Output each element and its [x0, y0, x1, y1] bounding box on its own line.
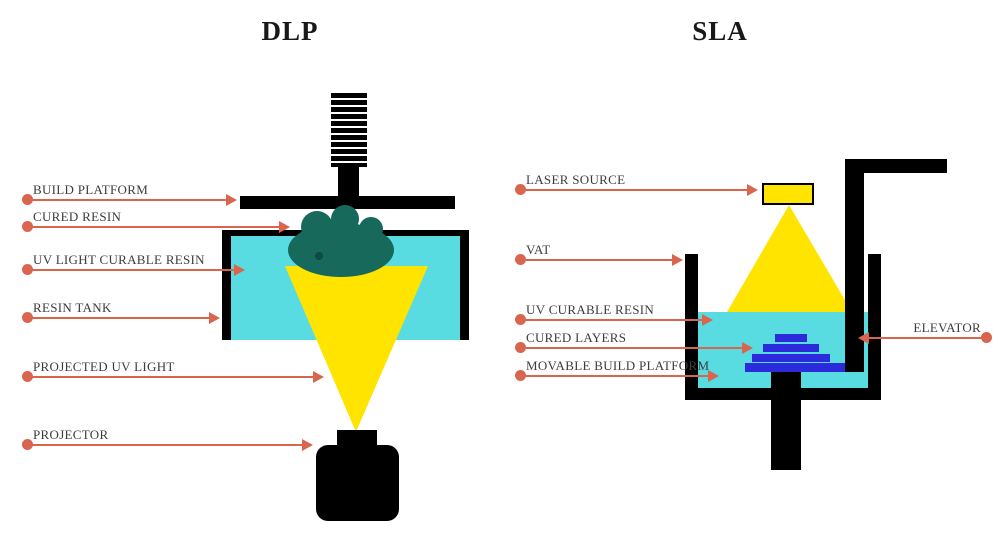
arrow-right-icon: [226, 194, 237, 206]
callout-line: [27, 269, 234, 271]
sla-elevator-arm: [845, 159, 947, 173]
callout-cured-resin: CURED RESIN: [22, 208, 290, 234]
callout-line: [27, 317, 209, 319]
callout-resin-tank: RESIN TANK: [22, 299, 220, 325]
dlp-projected-uv-light-beam: [285, 266, 428, 432]
callout-label: MOVABLE BUILD PLATFORM: [526, 358, 710, 373]
dlp-cured-resin-object: [283, 204, 398, 278]
dlp-threaded-rod: [331, 93, 367, 167]
sla-cured-layer: [763, 344, 819, 352]
callout-projector: PROJECTOR: [22, 426, 313, 452]
callout-movable-build-platform: MOVABLE BUILD PLATFORM: [515, 357, 719, 383]
callout-line: [520, 375, 708, 377]
callout-uv-curable-resin: UV CURABLE RESIN: [515, 301, 713, 327]
arrow-right-icon: [742, 342, 753, 354]
dlp-build-platform: [240, 196, 455, 209]
sla-title: SLA: [692, 16, 748, 46]
arrow-left-icon: [858, 332, 869, 344]
callout-label: RESIN TANK: [33, 300, 112, 315]
callout-line: [27, 444, 302, 446]
arrow-right-icon: [702, 314, 713, 326]
arrow-right-icon: [313, 371, 324, 383]
callout-label: UV CURABLE RESIN: [526, 302, 655, 317]
arrow-right-icon: [209, 312, 220, 324]
cured-resin-blob-icon: [288, 205, 394, 277]
dlp-projector-lens: [337, 430, 377, 447]
sla-cured-layer: [752, 354, 830, 362]
arrow-right-icon: [302, 439, 313, 451]
callout-line: [520, 347, 742, 349]
callout-label: PROJECTOR: [33, 427, 109, 442]
callout-line: [520, 319, 702, 321]
arrow-right-icon: [279, 221, 290, 233]
callout-label: BUILD PLATFORM: [33, 182, 149, 197]
callout-line: [520, 189, 747, 191]
callout-laser-source: LASER SOURCE: [515, 171, 758, 197]
arrow-right-icon: [708, 370, 719, 382]
sla-vat: [685, 254, 881, 400]
callout-vat: VAT: [515, 241, 683, 267]
callout-label: VAT: [526, 242, 551, 257]
callout-label: PROJECTED UV LIGHT: [33, 359, 175, 374]
callout-line: [27, 199, 226, 201]
dlp-shaft: [338, 165, 359, 198]
arrow-right-icon: [672, 254, 683, 266]
callout-line: [869, 337, 987, 339]
callout-label: CURED LAYERS: [526, 330, 627, 345]
sla-movable-build-platform: [745, 363, 845, 372]
sla-elevator: [845, 159, 864, 372]
dlp-projector: [316, 445, 399, 521]
callout-uv-light-curable-resin: UV LIGHT CURABLE RESIN: [22, 251, 245, 277]
callout-line: [27, 226, 279, 228]
callout-projected-uv-light: PROJECTED UV LIGHT: [22, 358, 324, 384]
callout-elevator: ELEVATOR: [858, 319, 992, 345]
callout-build-platform: BUILD PLATFORM: [22, 181, 237, 207]
sla-cured-layer: [775, 334, 807, 342]
callout-cured-layers: CURED LAYERS: [515, 329, 753, 355]
dlp-title: DLP: [261, 16, 319, 46]
callout-label: LASER SOURCE: [526, 172, 626, 187]
callout-line: [27, 376, 313, 378]
sla-laser-source: [762, 183, 814, 205]
callout-label: UV LIGHT CURABLE RESIN: [33, 252, 205, 267]
callout-line: [520, 259, 672, 261]
callout-label: ELEVATOR: [913, 320, 981, 335]
callout-label: CURED RESIN: [33, 209, 122, 224]
arrow-right-icon: [234, 264, 245, 276]
arrow-right-icon: [747, 184, 758, 196]
